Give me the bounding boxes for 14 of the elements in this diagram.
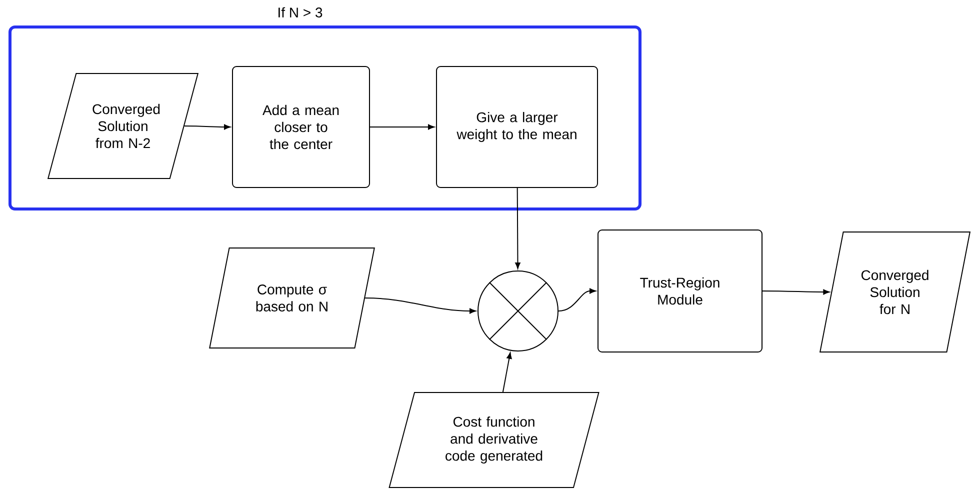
process-box: Give a larger weight to the mean [436,66,598,188]
arrow [515,188,520,269]
arrow [184,124,230,130]
arrow [558,288,596,312]
process-box: Trust-Region Module [598,230,762,352]
arrow [502,352,512,392]
arrow [364,298,476,314]
node-label: If N > 3 [278,7,322,18]
data-parallelogram: Compute σ based on N [209,248,375,348]
process-box: Add a mean closer to the center [232,66,370,188]
arrow [762,289,830,295]
multiply-circle [478,270,558,352]
data-parallelogram: Cost function and derivative code generated [388,392,600,488]
arrow [370,124,434,130]
